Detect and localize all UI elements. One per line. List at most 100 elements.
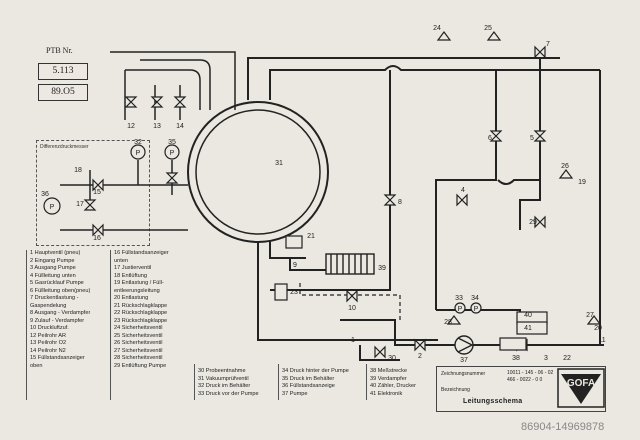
svg-text:21: 21 [307,233,315,240]
svg-text:10: 10 [348,305,356,312]
legend-column-3: 30 Probeentnahme 31 Vakuumprüfventil 32 … [198,368,259,398]
svg-text:18: 18 [74,167,82,174]
svg-text:38: 38 [512,355,520,362]
svg-text:12: 12 [127,123,135,130]
svg-text:5: 5 [530,135,534,142]
legend-item: 41 Elektronik [370,390,403,397]
svg-text:P: P [170,150,175,157]
svg-text:6: 6 [488,135,492,142]
svg-text:15: 15 [93,189,101,196]
legend-item: 5 Gasrücklauf Pumpe [30,280,84,286]
svg-text:23: 23 [290,289,298,296]
svg-text:17: 17 [76,201,84,208]
svg-text:2: 2 [418,353,422,360]
legend-item: 21 Rückschlagklappe [114,302,168,309]
svg-text:27: 27 [586,312,594,319]
svg-text:1: 1 [351,337,355,344]
svg-text:11: 11 [598,337,605,344]
ptb-label: PTB Nr. [46,46,73,55]
legend-item: 15 Füllstandsanzeiger [30,355,85,361]
svg-text:20: 20 [594,325,602,332]
legend-divider [110,250,111,400]
legend-item: 9 Zulauf - Verdampfer [30,317,85,324]
logo-text: GOFA [567,378,595,389]
legend-item: 12 Peilrohr AR [30,332,67,339]
tank-outer [187,101,329,243]
safety-valves [436,31,602,325]
legend-item: 22 Rückschlagklappe [114,310,168,316]
legend-item: 39 Verdampfer [370,375,407,382]
legend-item: 3 Ausgang Pumpe [30,265,76,271]
legend-column-2: 16 Füllstandsanzeiger unten 17 Justierve… [114,250,169,370]
svg-text:32: 32 [134,139,142,146]
drawing-title: Leitungsschema [463,398,523,405]
legend-item: 26 Sicherheitsventil [114,340,163,346]
svg-text:4: 4 [461,187,465,194]
legend-item: 2 Eingang Pumpe [30,257,75,264]
svg-text:P: P [136,150,141,157]
legend-item: Gaspendelung [30,302,67,309]
legend-item: 40 Zähler, Drucker [370,383,417,389]
legend-item: 24 Sicherheitsventil [114,325,163,331]
main-pipes [60,51,604,361]
svg-text:16: 16 [93,235,101,242]
svg-text:19: 19 [578,179,586,186]
svg-text:24: 24 [433,25,441,32]
svg-text:37: 37 [460,357,468,364]
legend-item: 6 Füllleitung oben(pneu) [30,287,91,294]
description-label: Bezeichnung [441,387,470,393]
legend-item: 29 Entlüftung Pumpe [114,362,167,369]
legend-item: 4 Füllleitung unten [30,272,76,279]
valves [83,45,547,359]
evaporator-coil [325,253,375,275]
svg-text:3: 3 [544,355,548,362]
legend-item: unten [114,257,128,264]
svg-text:8: 8 [398,199,402,206]
drawing-number: 10011 - 145 - 06 - 02 [507,370,554,376]
gofa-logo: GOFA [557,368,605,408]
svg-text:36: 36 [41,191,49,198]
legend-item: 8 Ausgang - Verdampfer [30,310,91,316]
svg-text:P: P [50,204,55,211]
legend-item: entleerungsleitung [114,287,160,294]
legend-item: 19 Entlastung / Füll- [114,280,164,286]
legend-item: 17 Justierventil [114,265,152,271]
svg-text:39: 39 [378,265,386,272]
svg-text:28: 28 [444,319,452,326]
legend-item: 16 Füllstandsanzeiger [114,250,169,256]
legend-divider [26,250,27,400]
svg-text:13: 13 [153,123,161,130]
differential-pressure-label: Differenzdruckmesser [40,144,89,150]
legend-item: 27 Sicherheitsventil [114,347,163,354]
legend-column-4: 34 Druck hinter der Pumpe 35 Druck im Be… [282,368,349,398]
legend-divider [366,364,367,400]
ptb-date-box: 89.O5 [38,84,88,101]
svg-text:30: 30 [388,355,396,362]
legend-item: 33 Druck vor der Pumpe [198,390,259,397]
legend-item: 10 Druckluftzuf. [30,325,69,331]
measurement-boxes [274,235,548,351]
legend-item: 35 Druck im Behälter [282,375,335,382]
svg-text:25: 25 [484,25,492,32]
svg-text:35: 35 [168,139,176,146]
legend-item: 18 Entlüftung [114,272,147,279]
top-gas-line [247,57,560,100]
legend-item: oben [30,362,43,369]
top-line-2 [269,65,600,100]
legend-item: 37 Pumpe [282,390,308,397]
drawing-number-2: 466 - 0022 - 0 0 [507,377,543,383]
legend-column-5: 38 Meßstrecke 39 Verdampfer 40 Zähler, D… [370,368,416,398]
legend-item: 32 Druck im Behälter [198,383,251,389]
svg-text:14: 14 [176,123,184,130]
legend-divider [278,364,279,400]
svg-text:P: P [458,306,463,313]
tank-inner [195,109,321,235]
svg-text:22: 22 [563,355,571,362]
evaporator-line [270,70,391,291]
svg-text:9: 9 [293,262,297,269]
legend-item: 1 Hauptventil (pneu) [30,250,81,256]
